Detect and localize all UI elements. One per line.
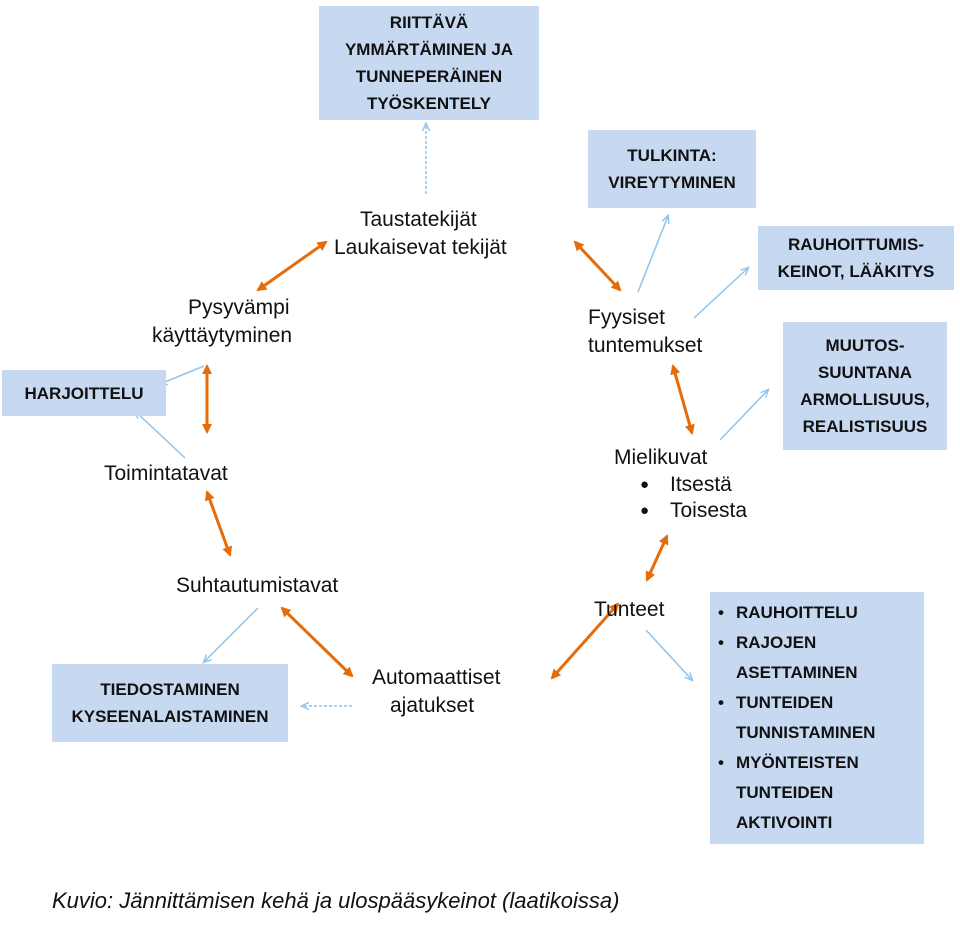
exit-arrow-muutos <box>719 390 768 441</box>
node-label: Automaattiset <box>372 666 501 689</box>
box-line: KYSEENALAISTAMINEN <box>71 707 269 726</box>
node-label: Tunteet <box>594 598 665 621</box>
cycle-arrow-automaattiset-suhtautumistavat <box>280 606 354 678</box>
mielikuvat-list: Itsestä Toisesta <box>614 472 747 524</box>
box-muutossuuntana: MUUTOS- SUUNTANA ARMOLLISUUS, REALISTISU… <box>783 322 947 450</box>
box-list-item: RAUHOITTELU <box>716 598 916 628</box>
node-tunteet: Tunteet <box>594 596 664 624</box>
cycle-arrow-taustatekijat-fyysiset <box>573 240 622 292</box>
node-label: Taustatekijät <box>360 208 477 231</box>
box-tulkinta: TULKINTA: VIREYTYMINEN <box>588 130 756 208</box>
cycle-arrow-pysyvampi-taustatekijat <box>256 240 328 292</box>
exit-arrow-harjoittelu-top <box>160 365 205 384</box>
node-label: käyttäytyminen <box>152 324 293 347</box>
exit-arrow-harjoittelu-bottom <box>135 411 186 459</box>
box-line: TULKINTA: <box>627 146 717 165</box>
box-line: REALISTISUUS <box>802 417 928 436</box>
node-label: Toimintatavat <box>104 462 228 485</box>
node-fyysiset-tuntemukset: Fyysiset tuntemukset <box>588 304 702 360</box>
node-label: Laukaisevat tekijät <box>334 236 507 259</box>
box-line: SUUNTANA <box>817 363 913 382</box>
cycle-arrow-tunteet-automaattiset <box>550 602 620 680</box>
node-label: Fyysiset <box>588 306 666 329</box>
node-toimintatavat: Toimintatavat <box>104 460 228 488</box>
mielikuvat-item: Itsestä <box>636 472 747 498</box>
box-line: TYÖSKENTELY <box>366 94 492 113</box>
box-line: TIEDOSTAMINEN <box>100 680 240 699</box>
exit-arrow-tiedostaminen-suhtautumistavat <box>204 607 259 662</box>
box-line: TUNNEPERÄINEN <box>355 67 503 86</box>
box-tiedostaminen: TIEDOSTAMINEN KYSEENALAISTAMINEN <box>52 664 288 742</box>
node-suhtautumistavat: Suhtautumistavat <box>176 572 338 600</box>
box-line: RAUHOITTUMIS- <box>788 235 924 254</box>
box-riittava-ymmartaminen: RIITTÄVÄ YMMÄRTÄMINEN JA TUNNEPERÄINEN T… <box>319 6 539 120</box>
node-label: Suhtautumistavat <box>176 574 339 597</box>
box-harjoittelu: HARJOITTELU <box>2 370 166 416</box>
node-label: Pysyvämpi <box>188 296 290 319</box>
box-line: YMMÄRTÄMINEN JA <box>344 40 514 59</box>
cycle-arrow-fyysiset-mielikuvat <box>670 364 695 435</box>
box-line: ARMOLLISUUS, <box>800 390 930 409</box>
exit-arrow-tunteet-keinot <box>645 629 692 680</box>
box-line: VIREYTYMINEN <box>608 173 736 192</box>
node-taustatekijat: Taustatekijät Laukaisevat tekijät <box>334 206 507 262</box>
box-list-item: MYÖNTEISTEN TUNTEIDEN AKTIVOINTI <box>716 748 916 838</box>
box-tunteet-keinot: RAUHOITTELU RAJOJEN ASETTAMINEN TUNTEIDE… <box>710 592 924 844</box>
box-rauhoittumiskeinot: RAUHOITTUMIS- KEINOT, LÄÄKITYS <box>758 226 954 290</box>
box-line: RIITTÄVÄ <box>389 13 469 32</box>
figure-caption: Kuvio: Jännittämisen kehä ja ulospääsyke… <box>52 888 620 913</box>
cycle-arrow-suhtautumistavat-toimintatavat <box>205 490 232 557</box>
exit-arrow-tulkinta <box>637 216 668 293</box>
node-label: ajatukset <box>390 694 475 717</box>
node-label: tuntemukset <box>588 334 703 357</box>
node-mielikuvat: Mielikuvat Itsestä Toisesta <box>614 444 747 524</box>
cycle-arrow-mielikuvat-tunteet <box>645 534 669 582</box>
box-line: MUUTOS- <box>825 336 905 355</box>
node-label: Mielikuvat <box>614 446 708 469</box>
box-line: KEINOT, LÄÄKITYS <box>777 262 935 281</box>
box-line: HARJOITTELU <box>24 383 144 403</box>
box-list-item: TUNTEIDEN TUNNISTAMINEN <box>716 688 916 748</box>
node-pysyvampi-kayttaytyminen: Pysyvämpi käyttäytyminen <box>152 294 292 350</box>
exit-arrow-rauhoittumis <box>693 268 748 319</box>
box-list-item: RAJOJEN ASETTAMINEN <box>716 628 916 688</box>
mielikuvat-item: Toisesta <box>636 498 747 524</box>
node-automaattiset-ajatukset: Automaattiset ajatukset <box>372 664 500 720</box>
